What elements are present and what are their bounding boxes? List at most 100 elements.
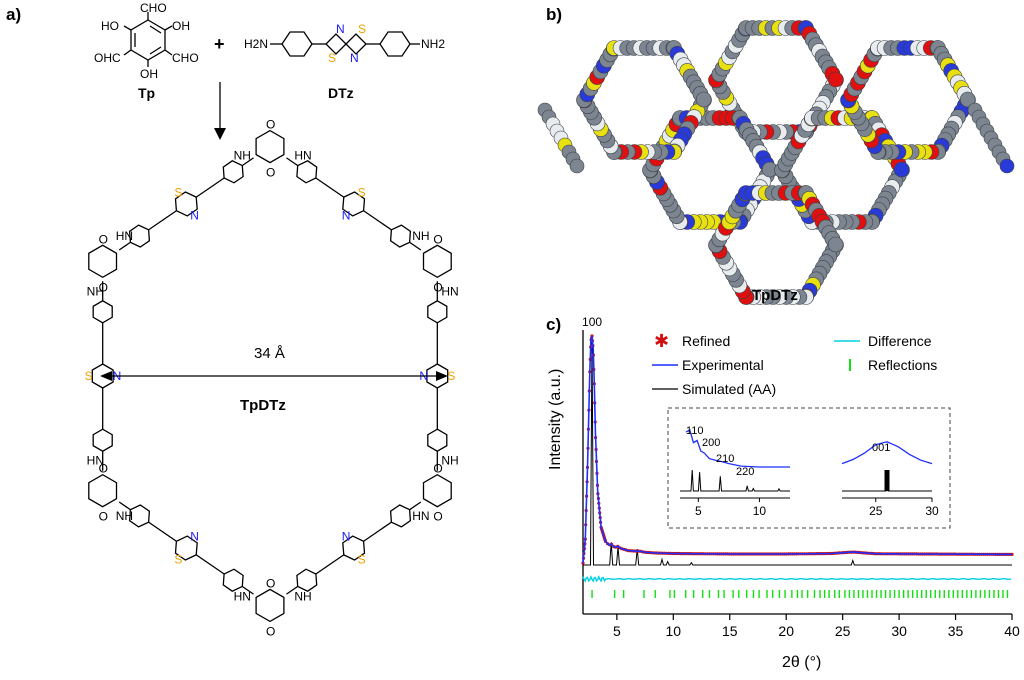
- imine-nh: NH: [441, 454, 458, 468]
- core-oxygen: O: [433, 232, 442, 246]
- imine-hn: HN: [234, 590, 251, 604]
- atom-sphere: [827, 236, 844, 253]
- inset-peak-220: 220: [736, 466, 754, 478]
- inset-simulated-bar: [884, 470, 890, 491]
- x-tick-label: 10: [666, 623, 682, 639]
- core-ring: [88, 473, 118, 508]
- ring-nitrogen: N: [190, 208, 199, 222]
- simulated-line: [583, 337, 1012, 566]
- legend-refined-label: Refined: [682, 333, 730, 349]
- ring-sulfur: S: [174, 185, 182, 199]
- dtz-molecule: [270, 31, 420, 57]
- experimental-line: [582, 335, 1013, 564]
- core-ring: [422, 473, 452, 508]
- phenyl-ring: [222, 568, 244, 592]
- phenyl-ring: [92, 300, 113, 324]
- core-oxygen: O: [99, 462, 108, 476]
- phenyl-ring: [92, 428, 113, 452]
- imine-hn: HN: [412, 509, 429, 523]
- imine-nh: NH: [234, 148, 251, 162]
- ring-nitrogen: N: [190, 530, 199, 544]
- phenyl-ring: [296, 160, 318, 184]
- inset-experimental: [841, 441, 933, 465]
- atom-sphere: [695, 91, 712, 108]
- pore-size-label: 34 Å: [254, 345, 285, 362]
- pore-arrowhead-right: [436, 371, 448, 381]
- ring-sulfur: S: [358, 553, 366, 567]
- ring-sulfur: S: [447, 369, 455, 383]
- inset-frame: [667, 407, 951, 529]
- thiazolothiazole-ring: [342, 191, 366, 217]
- core-ring: [88, 244, 118, 279]
- dtz-label: DTz: [328, 85, 354, 101]
- legend-experimental-label: Experimental: [682, 357, 764, 373]
- thiazolothiazole-ring: [174, 535, 198, 561]
- imine-nh: NH: [87, 284, 104, 298]
- tp-label: Tp: [138, 85, 155, 101]
- core-oxygen: O: [433, 462, 442, 476]
- tp-group-lower-left: OHC: [94, 51, 121, 65]
- legend-refined-marker: ✱: [654, 331, 669, 351]
- y-axis-label: Intensity (a.u.): [547, 369, 564, 470]
- x-tick-label: 20: [778, 623, 794, 639]
- imine-nh: NH: [412, 229, 429, 243]
- imine-hn: HN: [87, 454, 104, 468]
- inset-tick-label: 5: [695, 504, 702, 518]
- thiazolothiazole-ring: [342, 535, 366, 561]
- dtz-end-right: NH2: [421, 37, 445, 51]
- dtz-atom-s1: S: [358, 22, 366, 36]
- imine-hn: HN: [116, 229, 133, 243]
- atom-sphere: [827, 71, 844, 88]
- inset-experimental: [685, 429, 790, 468]
- x-tick-label: 5: [613, 623, 621, 639]
- x-axis-label: 2θ (°): [782, 654, 821, 671]
- core-oxygen: O: [99, 510, 108, 524]
- core-oxygen: O: [266, 576, 275, 590]
- tp-group-bottom: OH: [140, 67, 158, 81]
- atom-sphere: [959, 91, 976, 108]
- dtz-atom-n2: N: [350, 51, 359, 65]
- legend-reflections-label: Reflections: [868, 357, 937, 373]
- core-oxygen: O: [266, 624, 275, 638]
- tp-group-lower-right: CHO: [172, 51, 199, 65]
- phenyl-ring: [128, 224, 151, 248]
- space-filling-model: [537, 20, 1015, 305]
- x-tick-label: 30: [891, 623, 907, 639]
- peak-label-100: 100: [582, 315, 602, 329]
- legend: ✱ Refined Experimental Simulated (AA) Di…: [652, 331, 937, 397]
- core-oxygen: O: [99, 280, 108, 294]
- panel-label-b: b): [546, 5, 562, 24]
- inset-simulated: [680, 469, 790, 492]
- legend-simulated-label: Simulated (AA): [682, 381, 776, 397]
- core-ring: [422, 244, 452, 279]
- x-tick-label: 40: [1004, 623, 1020, 639]
- imine-nh: NH: [116, 509, 133, 523]
- dtz-atom-n1: N: [336, 22, 345, 36]
- core-oxygen: O: [266, 118, 275, 132]
- tp-group-upper-left: HO: [101, 19, 119, 33]
- inset-peak-001: 001: [872, 442, 890, 454]
- x-tick-label: 15: [722, 623, 738, 639]
- ring-nitrogen: N: [342, 208, 351, 222]
- tp-molecule: [123, 12, 173, 67]
- phenyl-ring: [222, 160, 244, 184]
- pore-arrowhead-left: [100, 371, 112, 381]
- core-oxygen: O: [433, 510, 442, 524]
- dtz-end-left: H2N: [244, 37, 268, 51]
- tp-group-upper-right: OH: [172, 19, 190, 33]
- imine-hn: HN: [294, 148, 311, 162]
- atom-sphere: [569, 158, 585, 174]
- ring-sulfur: S: [174, 553, 182, 567]
- model-label: TpDTz: [752, 287, 798, 304]
- phenyl-ring: [296, 568, 318, 592]
- atom-sphere: [893, 161, 910, 178]
- phenyl-ring: [389, 224, 412, 248]
- core-ring: [255, 588, 285, 623]
- inset-peak-210: 210: [716, 453, 734, 465]
